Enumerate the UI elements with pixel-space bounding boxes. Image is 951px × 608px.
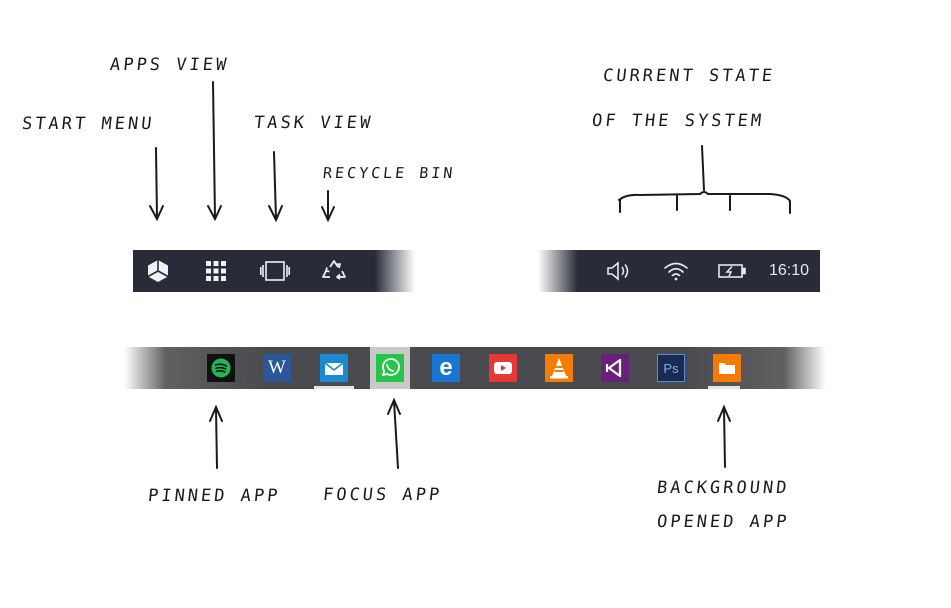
apps-view-button[interactable] (201, 250, 231, 292)
taskbar-app-word[interactable]: W (263, 354, 291, 382)
open-indicator-files (708, 386, 740, 389)
taskbar-app-edge[interactable]: e (432, 354, 460, 382)
photoshop-icon: Ps (663, 360, 679, 376)
battery-button[interactable] (716, 250, 748, 292)
edge-icon: e (439, 354, 453, 381)
folder-icon (719, 363, 735, 374)
volume-icon (607, 261, 629, 281)
wifi-icon (664, 262, 688, 281)
vlc-icon (550, 358, 568, 379)
left-taskbar (133, 250, 415, 292)
word-icon: W (268, 357, 286, 378)
taskbar-app-youtube[interactable] (489, 354, 517, 382)
taskbar-app-photoshop[interactable]: Ps (657, 354, 685, 382)
taskbar-app-visual-studio[interactable] (601, 354, 629, 382)
task-view-button[interactable] (258, 250, 292, 292)
recycle-bin-icon (322, 260, 346, 280)
whatsapp-icon (381, 358, 400, 377)
start-button[interactable] (143, 250, 173, 292)
mail-icon (324, 362, 344, 375)
clock[interactable]: 16:10 (769, 262, 810, 279)
open-indicator-mail (314, 386, 354, 389)
system-tray: 16:10 (538, 250, 820, 292)
taskbar-app-whatsapp[interactable] (376, 354, 404, 382)
apps-grid-icon (206, 261, 226, 281)
volume-button[interactable] (604, 250, 634, 292)
taskbar-app-spotify[interactable] (207, 354, 235, 382)
spotify-icon (211, 358, 231, 378)
start-icon (147, 260, 169, 282)
taskbar-app-vlc[interactable] (545, 354, 573, 382)
fade-edge (375, 250, 415, 292)
taskbar-app-mail[interactable] (320, 354, 348, 382)
task-view-icon (260, 261, 290, 281)
youtube-icon (494, 362, 512, 374)
battery-icon (718, 264, 746, 278)
recycle-bin-button[interactable] (317, 250, 351, 292)
fade-edge (538, 250, 578, 292)
wifi-button[interactable] (660, 250, 692, 292)
visual-studio-icon (605, 359, 622, 377)
app-taskbar: W e Ps (124, 347, 826, 389)
taskbar-app-files[interactable] (713, 354, 741, 382)
